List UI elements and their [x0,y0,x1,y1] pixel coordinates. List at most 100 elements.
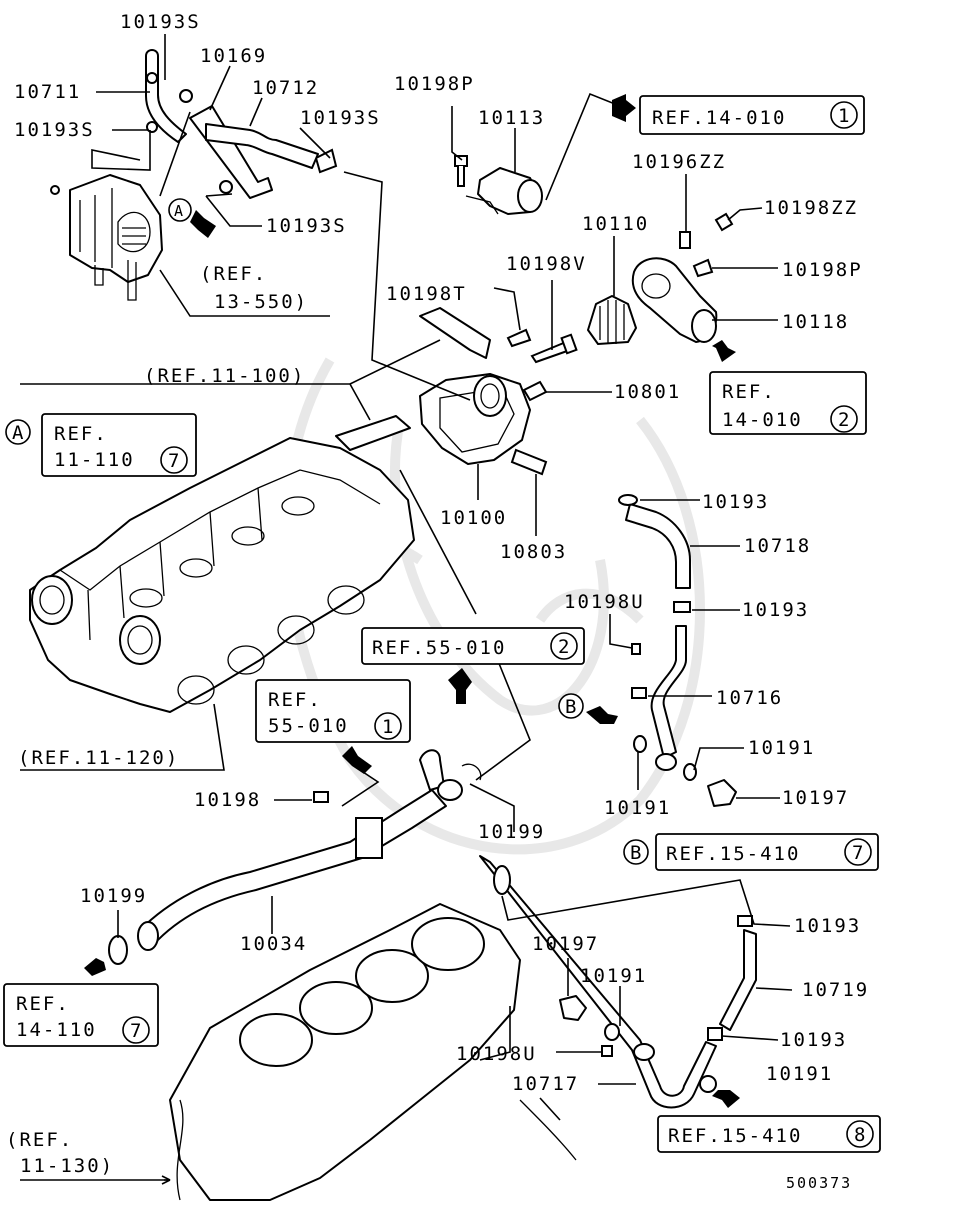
label-10198: 10198 [194,789,261,811]
clamp-10193s-set [146,72,338,194]
label-10803: 10803 [500,541,567,563]
ref-line2: 11-110 [54,449,135,471]
leader-lines [20,34,793,1181]
o-ring-10191-c [604,1023,620,1041]
label-10118: 10118 [782,311,849,333]
label-10191-d: 10191 [766,1063,833,1085]
water-outlet-10113 [465,167,543,215]
label-10199-a: 10199 [80,885,147,907]
label-10193S-top: 10193S [120,11,201,33]
ref-line2: 55-010 [268,715,349,737]
marker-b-mid: B [558,693,584,719]
label-10198P-right: 10198P [782,259,863,281]
bolt-10198T [506,328,532,348]
label-10716: 10716 [716,687,783,709]
arrow-upleft-icon-2 [342,746,372,774]
arrow-down-icon [712,340,736,362]
ref-num: 7 [130,1020,143,1042]
ref-11-130-line1: (REF. [6,1129,73,1151]
hose-10718 [618,494,691,589]
label-10169: 10169 [200,45,267,67]
label-10100: 10100 [440,507,507,529]
label-10113: 10113 [478,107,545,129]
throttle-body-assembly [50,174,163,301]
ref-line2: 14-110 [16,1019,97,1041]
label-10191-b: 10191 [604,797,671,819]
marker-a-upper: A [168,198,192,222]
plug-10197-b [559,995,587,1021]
pipe-10717 [479,855,717,1109]
ref-11-120: (REF.11-120) [18,747,179,769]
label-10110: 10110 [582,213,649,235]
water-housing-10100 [419,373,531,465]
label-10718: 10718 [744,535,811,557]
ref-11-100: (REF.11-100) [144,365,305,387]
arrow-right-icon [612,94,636,122]
hose-10719 [719,929,757,1031]
ref-num: 8 [854,1124,867,1146]
ref-13-550-line1: (REF. [200,263,267,285]
ref-num: 7 [168,450,181,472]
label-10711: 10711 [14,81,81,103]
ref-text: REF.55-010 [372,637,506,659]
ref-line1: REF. [54,423,108,445]
label-10717: 10717 [512,1073,579,1095]
ref-num: 1 [838,105,851,127]
marker-a-left: A [5,419,31,445]
label-10198U-a: 10198U [564,591,645,613]
o-ring-10191-a [633,735,647,753]
pipe-10711 [145,49,187,143]
o-ring-10191-d [699,1075,717,1093]
ref-line2: 14-010 [722,409,803,431]
o-ring-10199-left [108,935,128,965]
bolt-10198U-b [601,1045,613,1057]
label-10719: 10719 [802,979,869,1001]
clamp-10193-c [737,915,753,927]
ref-box-55-010-2: REF.55-010 2 [361,627,585,665]
ref-text: REF.14-010 [652,107,786,129]
svg-text:B: B [565,696,578,718]
label-10193-b: 10193 [742,599,809,621]
ref-box-55-010-1: REF. 55-010 1 [255,679,411,743]
ref-text: REF.15-410 [666,843,800,865]
cylinder-head [29,437,415,713]
bolt-10198P-top [454,155,468,187]
label-10034: 10034 [240,933,307,955]
pipe-10716 [631,625,687,771]
ref-13-550-line2: 13-550) [214,291,308,313]
label-10197-a: 10197 [782,787,849,809]
ref-11-130-line2: 11-130) [20,1155,114,1177]
label-10198U-b: 10198U [456,1043,537,1065]
thermostat-10110 [587,295,637,345]
label-10193-c: 10193 [794,915,861,937]
ref-box-11-110-7: REF. 11-110 7 [41,413,197,477]
label-10191-c: 10191 [580,965,647,987]
ref-box-15-410-7: REF.15-410 7 [655,833,879,871]
svg-text:B: B [630,842,643,864]
label-10193S-left: 10193S [14,119,95,141]
plug-10197-a [707,779,737,807]
water-inlet-fitting-10118 [631,257,718,343]
label-10193S-mid: 10193S [266,215,347,237]
ref-box-14-010-1: REF.14-010 1 [639,95,865,135]
hose-10199-right [419,749,482,801]
ref-num: 2 [558,636,571,658]
cylinder-block [169,903,577,1201]
svg-text:A: A [12,422,25,444]
label-10199-b: 10199 [478,821,545,843]
bolt-10198U-a [631,643,641,655]
marker-b-ref: B [623,839,649,865]
ref-line1: REF. [16,993,70,1015]
label-10712: 10712 [252,77,319,99]
label-10801: 10801 [614,381,681,403]
bolt-10196ZZ [679,231,691,249]
ref-box-15-410-8: REF.15-410 8 [657,1115,881,1153]
label-10198T: 10198T [386,283,467,305]
arrow-downright-icon [712,1090,740,1108]
arrow-up-icon [448,668,472,704]
gasket-strip-lower [335,415,411,451]
ref-text: REF.15-410 [668,1125,802,1147]
arrow-icons [84,94,740,1185]
ref-box-14-010-2: REF. 14-010 2 [709,371,867,435]
